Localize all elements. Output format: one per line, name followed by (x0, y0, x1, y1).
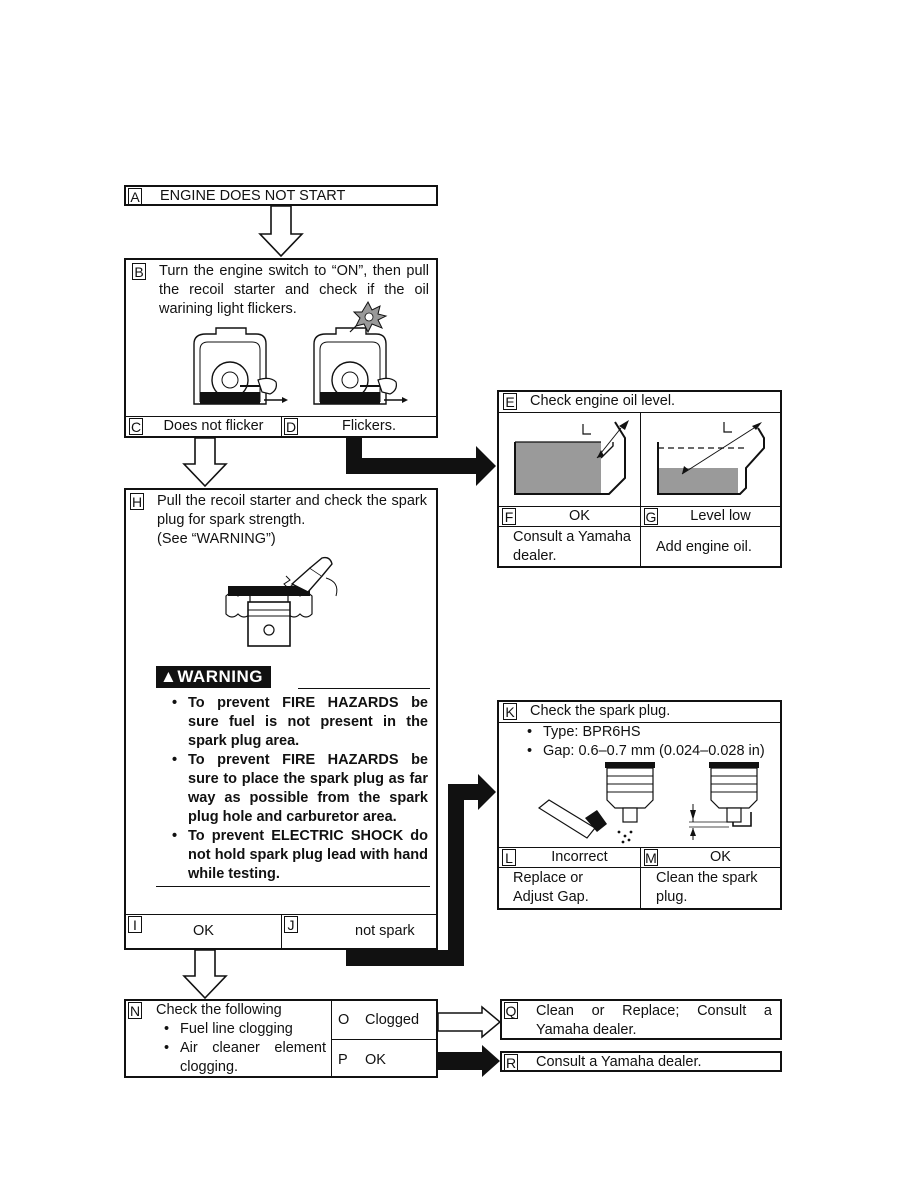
step-k-box: K Check the spark plug. Type: BPR6HS Gap… (497, 700, 782, 910)
oil-level-low-illustration (657, 422, 765, 495)
step-c-text: Does not flicker (163, 418, 264, 434)
step-m-letter: M (644, 849, 658, 866)
step-b-text: Turn the engine switch to “ON”, then pul… (159, 263, 429, 317)
step-f-text: OK (569, 508, 590, 524)
warning-item: To prevent ELECTRIC SHOCK do not hold sp… (170, 827, 428, 884)
step-l-text: Incorrect (551, 849, 608, 865)
step-o-p-divider (331, 1039, 436, 1040)
step-k-text: Check the spark plug. (530, 703, 671, 719)
spec-item: Type: BPR6HS (525, 723, 765, 742)
warning-item: To prevent FIRE HAZARDS be sure fuel is … (170, 694, 428, 751)
arrow-a-to-b (258, 205, 304, 258)
step-o-letter: O (338, 1012, 350, 1028)
step-d-letter: D (284, 418, 298, 435)
spark-plug-gap-illustration (689, 762, 759, 840)
step-a-box: A ENGINE DOES NOT START (124, 185, 438, 206)
arrow-j-to-k (346, 774, 496, 966)
step-e-fg-divider (640, 412, 641, 566)
step-k-letter: K (503, 703, 517, 720)
step-e-result-divider (499, 506, 780, 507)
step-e-title-divider (499, 412, 780, 413)
step-d-text: Flickers. (342, 418, 396, 434)
step-j-letter: J (284, 916, 298, 933)
step-h-ij-divider (281, 914, 282, 948)
step-e-action-divider (499, 526, 780, 527)
arrow-d-to-e (346, 438, 496, 486)
step-n-box: N Check the following Fuel line clogging… (124, 999, 438, 1078)
warning-badge: ▲WARNING (156, 666, 271, 688)
step-q-text: Clean or Replace; Consult a Yamaha deale… (536, 1003, 772, 1038)
check-item: Fuel line clogging (162, 1020, 326, 1039)
step-p-letter: P (338, 1052, 348, 1068)
generator-no-flicker-illustration (193, 327, 288, 405)
check-item: Air cleaner element clogging. (162, 1039, 326, 1077)
warning-list: To prevent FIRE HAZARDS be sure fuel is … (170, 694, 428, 884)
warning-label: WARNING (177, 667, 263, 686)
warning-triangle-icon: ▲ (160, 667, 178, 686)
step-b-letter: B (132, 263, 146, 280)
step-i-letter: I (128, 916, 142, 933)
step-n-list: Fuel line clogging Air cleaner element c… (162, 1020, 326, 1077)
step-k-lm-divider (640, 847, 641, 908)
spark-plug-cleaning-illustration (537, 762, 655, 844)
warning-bottom-rule (156, 886, 430, 887)
step-j-text: not spark (355, 923, 415, 939)
step-h-box: H Pull the recoil starter and check the … (124, 488, 438, 950)
arrow-i-to-n (182, 949, 228, 1000)
step-m-text: OK (710, 849, 731, 865)
step-r-text: Consult a Yamaha dealer. (536, 1054, 702, 1070)
step-i-text: OK (193, 923, 214, 939)
step-k-action-divider (499, 867, 780, 868)
arrow-o-to-q (437, 1005, 502, 1039)
spec-item: Gap: 0.6–0.7 mm (0.024–0.028 in) (525, 742, 765, 761)
generator-flicker-illustration (313, 300, 408, 405)
step-h-letter: H (130, 493, 144, 510)
step-e-box: E Check engine oil level. F OK G Level l… (497, 390, 782, 568)
warning-top-rule (298, 688, 430, 689)
step-b-cd-divider (281, 416, 282, 436)
step-k-result-divider (499, 847, 780, 848)
step-e-letter: E (503, 393, 517, 410)
step-e-text: Check engine oil level. (530, 393, 676, 409)
step-n-op-divider (331, 1001, 332, 1076)
spark-plug-specs: Type: BPR6HS Gap: 0.6–0.7 mm (0.024–0.02… (525, 723, 765, 761)
step-n-letter: N (128, 1002, 142, 1019)
step-f-action: Consult a Yamaha dealer. (513, 529, 631, 564)
warning-item: To prevent FIRE HAZARDS be sure to place… (170, 751, 428, 827)
step-o-text: Clogged (365, 1012, 420, 1028)
step-r-letter: R (504, 1054, 518, 1071)
step-h-text: Pull the recoil starter and check the sp… (157, 493, 427, 528)
spark-test-illustration (225, 556, 338, 647)
step-a-letter: A (128, 188, 142, 205)
step-q-letter: Q (504, 1002, 518, 1019)
arrow-p-to-r (438, 1045, 500, 1077)
step-r-box: R Consult a Yamaha dealer. (500, 1051, 782, 1072)
step-l-letter: L (502, 849, 516, 866)
step-p-text: OK (365, 1052, 386, 1068)
step-g-text: Level low (690, 508, 751, 524)
step-q-box: Q Clean or Replace; Consult a Yamaha dea… (500, 999, 782, 1040)
step-a-text: ENGINE DOES NOT START (160, 188, 346, 204)
step-f-letter: F (502, 508, 516, 525)
step-m-action: Clean the spark plug. (656, 870, 758, 905)
step-c-letter: C (129, 418, 143, 435)
oil-level-ok-illustration (514, 420, 629, 495)
step-g-action: Add engine oil. (656, 539, 752, 555)
step-g-letter: G (644, 508, 658, 525)
step-b-box: B Turn the engine switch to “ON”, then p… (124, 258, 438, 438)
arrow-c-to-h (182, 437, 228, 488)
step-n-text: Check the following (156, 1002, 282, 1018)
step-l-action: Replace or Adjust Gap. (513, 870, 589, 905)
step-h-note: (See “WARNING”) (157, 531, 276, 547)
